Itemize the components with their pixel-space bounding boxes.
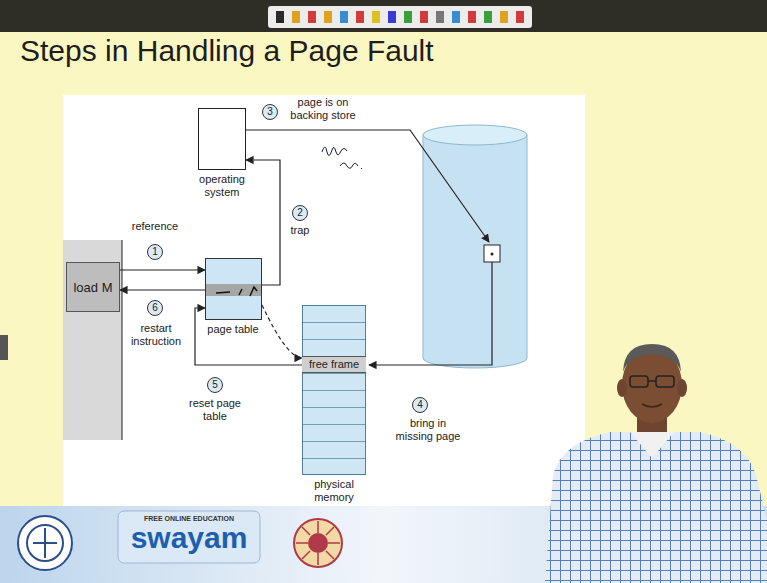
step-note: bring in missing page <box>392 417 464 443</box>
page-table-outline <box>205 258 262 320</box>
institute-emblem <box>18 516 72 570</box>
edge-label: trap <box>285 224 315 237</box>
slide-title: Steps in Handling a Page Fault <box>20 34 434 68</box>
swayam-logo <box>118 511 260 563</box>
node-text: load M <box>73 280 112 295</box>
pen-mark <box>206 286 261 298</box>
page-table-entry <box>206 284 261 296</box>
disk-page-dot <box>491 253 494 256</box>
page-table: page table <box>190 258 276 336</box>
physical-memory-outline <box>302 305 366 475</box>
free-frame: free frame <box>302 356 366 373</box>
callout-number: 3 <box>262 104 278 120</box>
os-box: operating system <box>187 108 257 199</box>
node-label: physical memory <box>304 478 364 504</box>
presenter <box>545 344 767 583</box>
os-box-outline <box>198 108 246 170</box>
backing-store-arrow <box>246 130 489 242</box>
connector-arrow <box>262 305 302 358</box>
node-label: page table <box>190 323 276 336</box>
callout-number: 4 <box>412 397 428 413</box>
connector-arrow <box>120 289 205 290</box>
disk-page <box>484 245 500 262</box>
callout-number: 6 <box>147 300 163 316</box>
disk-cylinder <box>423 125 527 368</box>
connector-arrow <box>120 269 205 270</box>
instruction-box: load M <box>66 262 120 312</box>
diagram-panel <box>63 95 585 506</box>
pen-toolbar <box>268 6 532 28</box>
node-label: operating system <box>192 173 252 199</box>
partner-logo <box>294 519 342 567</box>
edge-label: reset page table <box>185 397 245 423</box>
callout-number: 2 <box>292 205 308 221</box>
edge-label: restart instruction <box>125 322 187 348</box>
callout-number: 1 <box>147 244 163 260</box>
callout-number: 5 <box>207 377 223 393</box>
edge-label: reference <box>128 220 182 233</box>
top-bar <box>0 0 767 32</box>
step-note: page is on backing store <box>282 96 364 122</box>
bring-in-arrow <box>369 262 492 365</box>
side-tab <box>0 335 8 360</box>
physical-memory: physical memory free frame <box>296 305 372 504</box>
program-area <box>63 240 122 440</box>
node-text: free frame <box>309 358 359 371</box>
logo-text: swayam <box>124 522 254 554</box>
